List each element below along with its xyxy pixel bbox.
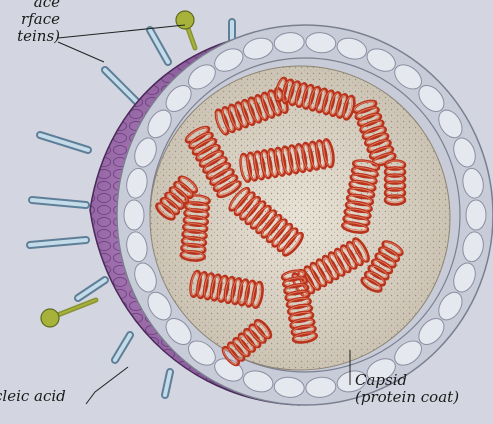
surface-spike — [32, 200, 86, 205]
surface-protein-knob — [41, 300, 96, 327]
surface-protein-knob — [176, 11, 195, 48]
surface-spike — [150, 30, 168, 62]
surface-spike — [165, 372, 170, 395]
surface-label-line-2: rface — [0, 11, 60, 28]
surface-spike — [105, 70, 140, 105]
capsid-label-line-1: Capsid — [355, 372, 459, 389]
surface-spike — [78, 280, 105, 298]
surface-spike — [30, 240, 86, 245]
capsomere — [466, 200, 486, 230]
nucleic-acid-label: cleic acid — [0, 388, 66, 405]
capsomere — [124, 200, 144, 230]
surface-spike — [40, 135, 88, 150]
surface-label-line-3: teins) — [0, 28, 60, 45]
capsid-label-line-2: (protein coat) — [355, 389, 459, 406]
capsid-label: Capsid (protein coat) — [355, 372, 459, 406]
surface-proteins-label: ace rface teins) — [0, 0, 60, 45]
nucleic-acid-coil — [385, 161, 405, 205]
surface-spike — [115, 335, 130, 360]
